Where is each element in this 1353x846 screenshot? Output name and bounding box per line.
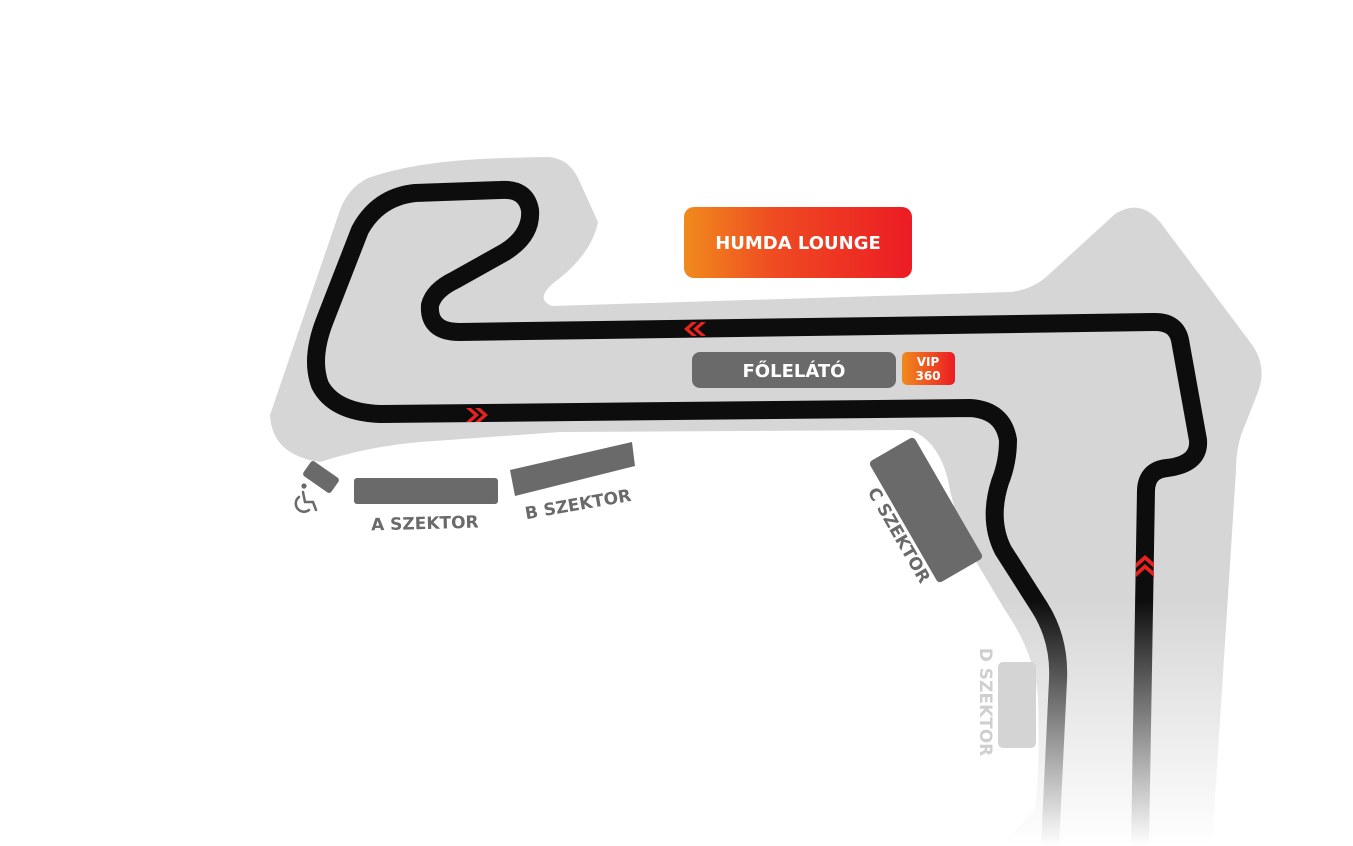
sector-d-button[interactable] bbox=[998, 662, 1036, 748]
accessible-stand[interactable] bbox=[302, 460, 340, 494]
humda-lounge-button[interactable]: HUMDA LOUNGE bbox=[684, 207, 912, 278]
chevron-icon bbox=[466, 408, 488, 422]
map-fade-overlay bbox=[900, 600, 1300, 846]
sector-b-button[interactable] bbox=[510, 442, 635, 496]
sector-a-button[interactable] bbox=[354, 478, 498, 504]
wheelchair-icon bbox=[294, 483, 318, 513]
vip-360-badge[interactable]: VIP 360 bbox=[902, 352, 955, 385]
main-stand-label: FŐLELÁTÓ bbox=[743, 360, 846, 382]
race-track bbox=[307, 180, 1208, 846]
humda-lounge-label: HUMDA LOUNGE bbox=[715, 233, 881, 254]
sector-a-label: A SZEKTOR bbox=[371, 513, 479, 536]
vip-line2: 360 bbox=[915, 369, 940, 383]
vip-line1: VIP bbox=[917, 355, 940, 369]
chevron-icon bbox=[684, 322, 706, 336]
sector-c-button[interactable] bbox=[868, 436, 983, 583]
chevron-icon bbox=[1136, 555, 1154, 577]
sector-b-label: B SZEKTOR bbox=[524, 486, 633, 524]
main-stand-button[interactable]: FŐLELÁTÓ bbox=[692, 352, 896, 388]
sector-d-label: D SZEKTOR bbox=[975, 648, 995, 757]
